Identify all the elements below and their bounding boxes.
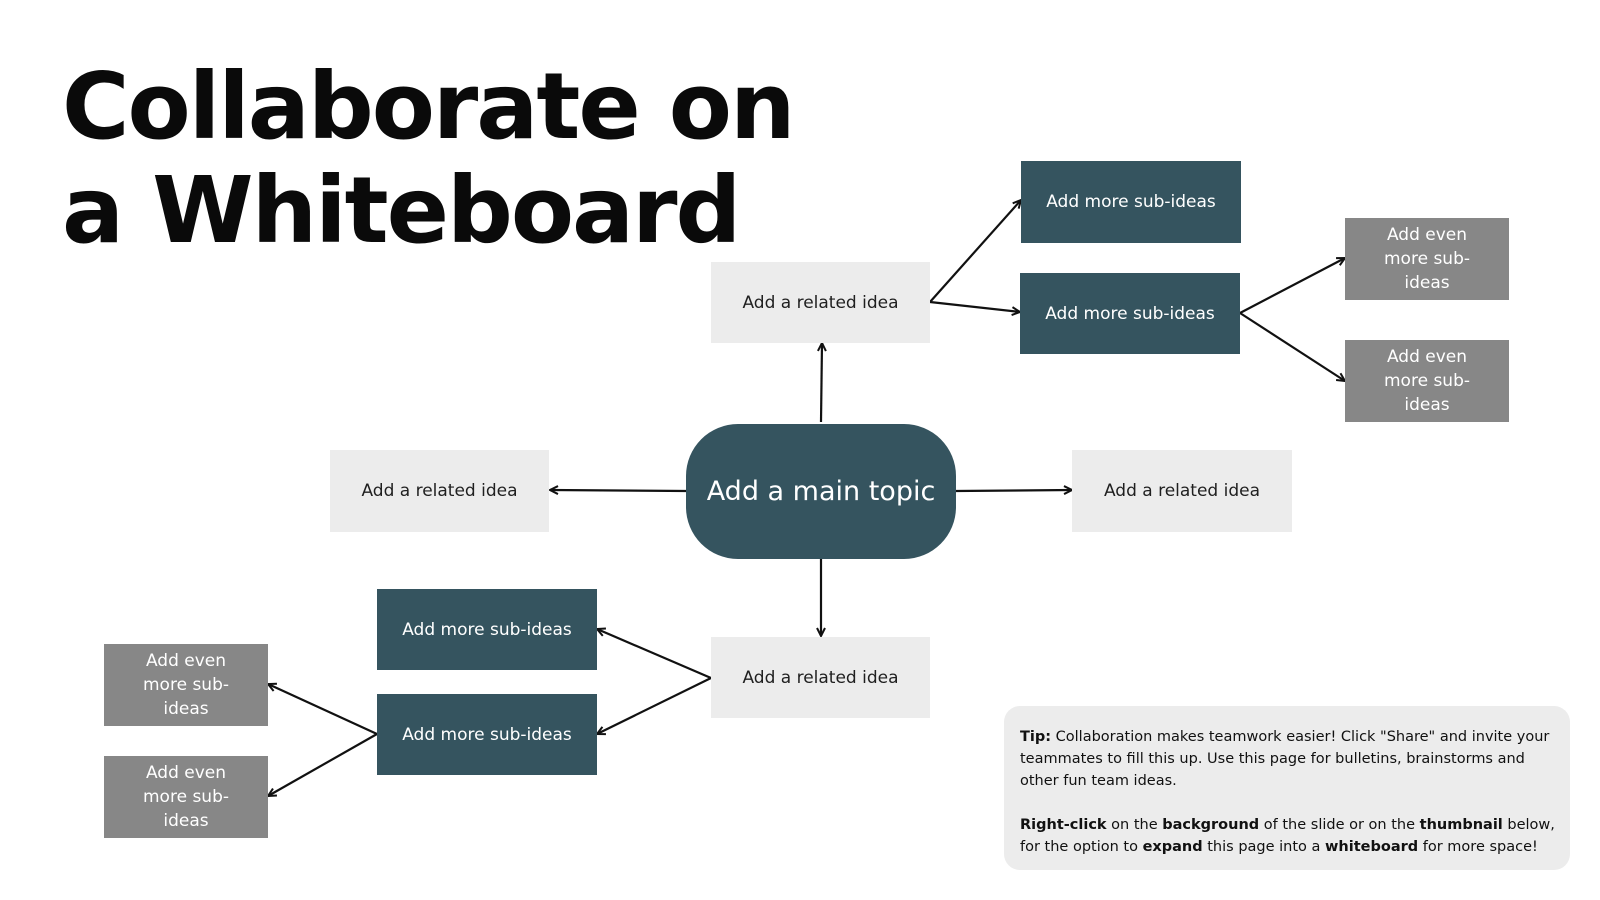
related-idea-right[interactable]: Add a related idea <box>1072 450 1292 532</box>
arrow-sub-2-to-even-2-bottom <box>268 733 378 796</box>
even-more-top-2[interactable]: Add even more sub-ideas <box>1345 340 1509 422</box>
arrow-bottom-to-sub-2 <box>597 677 712 734</box>
tip-box: Tip: Collaboration makes teamwork easier… <box>1004 706 1570 870</box>
tip-label: Tip: <box>1020 729 1052 745</box>
arrow-sub-2-to-even-2 <box>1239 312 1345 381</box>
arrow-main-to-top <box>821 343 822 423</box>
arrow-top-to-sub-2 <box>929 300 1020 312</box>
main-topic-node[interactable]: Add a main topic <box>686 424 956 559</box>
arrow-sub-2-to-even-1-bottom <box>268 684 378 735</box>
tip-bold-background: background <box>1162 817 1260 833</box>
related-idea-left[interactable]: Add a related idea <box>330 450 549 532</box>
tip-bold-whiteboard: whiteboard <box>1325 839 1419 855</box>
sub-idea-bottom-2[interactable]: Add more sub-ideas <box>377 694 597 775</box>
tip-text-2e: for more space! <box>1418 839 1538 855</box>
sub-idea-top-2[interactable]: Add more sub-ideas <box>1020 273 1240 354</box>
tip-text-2c: below, for the option to <box>1020 817 1555 855</box>
related-idea-top[interactable]: Add a related idea <box>711 262 930 343</box>
tip-text-2b: of the slide or on the <box>1259 817 1420 833</box>
tip-text: Collaboration makes teamwork easier! Cli… <box>1020 729 1550 789</box>
tip-text-2d: this page into a <box>1202 839 1326 855</box>
page-title: Collaborate on a Whiteboard <box>62 53 795 264</box>
tip-paragraph-1: Tip: Collaboration makes teamwork easier… <box>1020 726 1556 792</box>
title-line-2: a Whiteboard <box>62 157 741 264</box>
sub-idea-top-1[interactable]: Add more sub-ideas <box>1021 161 1241 243</box>
even-more-bottom-2[interactable]: Add even more sub-ideas <box>104 756 268 838</box>
tip-bold-right-click: Right-click <box>1020 817 1107 833</box>
title-line-1: Collaborate on <box>62 53 795 160</box>
related-idea-bottom[interactable]: Add a related idea <box>711 637 930 718</box>
arrow-sub-2-to-even-1 <box>1239 258 1345 314</box>
arrow-top-to-sub-1 <box>929 200 1021 303</box>
tip-text-2a: on the <box>1106 817 1163 833</box>
sub-idea-bottom-1[interactable]: Add more sub-ideas <box>377 589 597 670</box>
tip-bold-expand: expand <box>1142 839 1203 855</box>
tip-bold-thumbnail: thumbnail <box>1419 817 1503 833</box>
arrow-main-to-right <box>955 490 1072 491</box>
arrow-main-to-left <box>550 490 687 491</box>
even-more-bottom-1[interactable]: Add even more sub-ideas <box>104 644 268 726</box>
tip-paragraph-2: Right-click on the background of the sli… <box>1020 814 1556 858</box>
even-more-top-1[interactable]: Add even more sub-ideas <box>1345 218 1509 300</box>
arrow-bottom-to-sub-1 <box>597 629 712 680</box>
